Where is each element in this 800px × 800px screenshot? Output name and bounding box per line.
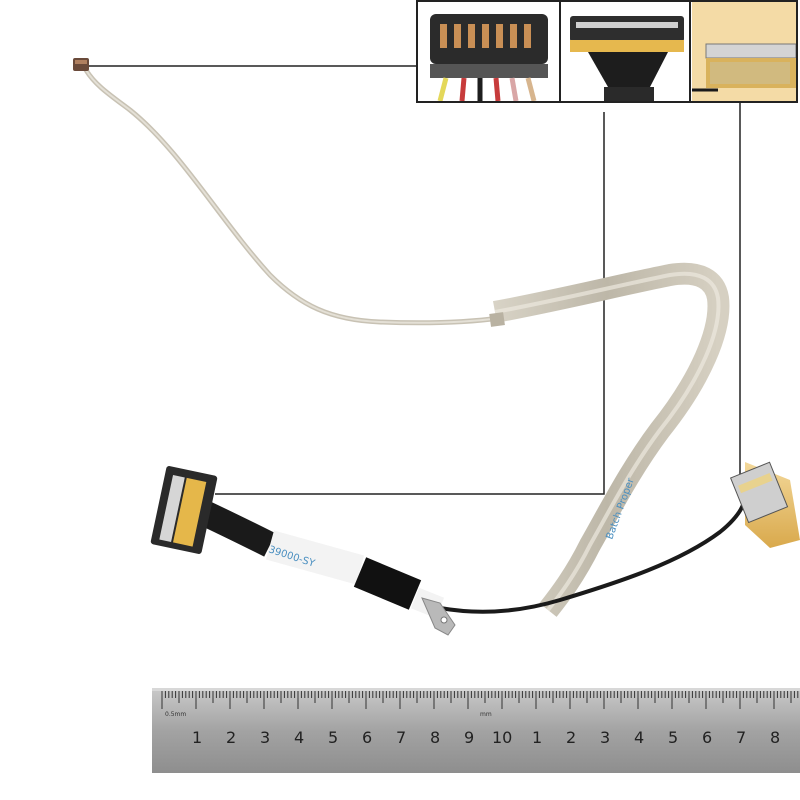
ruler-number: 7	[736, 728, 746, 747]
lvds-connector	[150, 466, 218, 554]
black-cable	[439, 499, 747, 614]
callout-line-lvds	[215, 112, 605, 495]
ruler-number: 3	[260, 728, 270, 747]
ruler-number: 2	[226, 728, 236, 747]
grounding-tab	[421, 597, 456, 636]
ruler-number: 5	[668, 728, 678, 747]
ruler-number: 3	[600, 728, 610, 747]
ruler-number: 4	[634, 728, 644, 747]
lvds-connector-closeup	[562, 2, 690, 101]
ruler-number: 1	[532, 728, 542, 747]
main-harness: 39000-SY	[192, 498, 456, 636]
inset-panel	[416, 0, 798, 103]
small-power-connector	[73, 58, 89, 71]
power-connector-closeup	[418, 2, 560, 102]
ruler-number: 2	[566, 728, 576, 747]
ruler-number: 6	[362, 728, 372, 747]
ruler-number: 10	[492, 728, 512, 747]
thin-silver-cable	[83, 67, 503, 326]
ruler-number: 8	[770, 728, 780, 747]
ruler-number: 7	[396, 728, 406, 747]
ruler-unit: mm	[480, 711, 492, 718]
ruler: 12345678910123456789 mm 0.5mm	[152, 688, 800, 773]
panel-connector-closeup	[692, 2, 797, 101]
ruler-number: 4	[294, 728, 304, 747]
ruler-number: 8	[430, 728, 440, 747]
ruler-small-mark: 0.5mm	[165, 711, 186, 718]
ruler-number: 5	[328, 728, 338, 747]
ruler-number: 1	[192, 728, 202, 747]
foil-ribbon	[493, 262, 730, 617]
panel-connector	[729, 461, 800, 548]
ruler-number: 9	[464, 728, 474, 747]
ruler-number: 6	[702, 728, 712, 747]
callout-lines	[86, 65, 741, 495]
